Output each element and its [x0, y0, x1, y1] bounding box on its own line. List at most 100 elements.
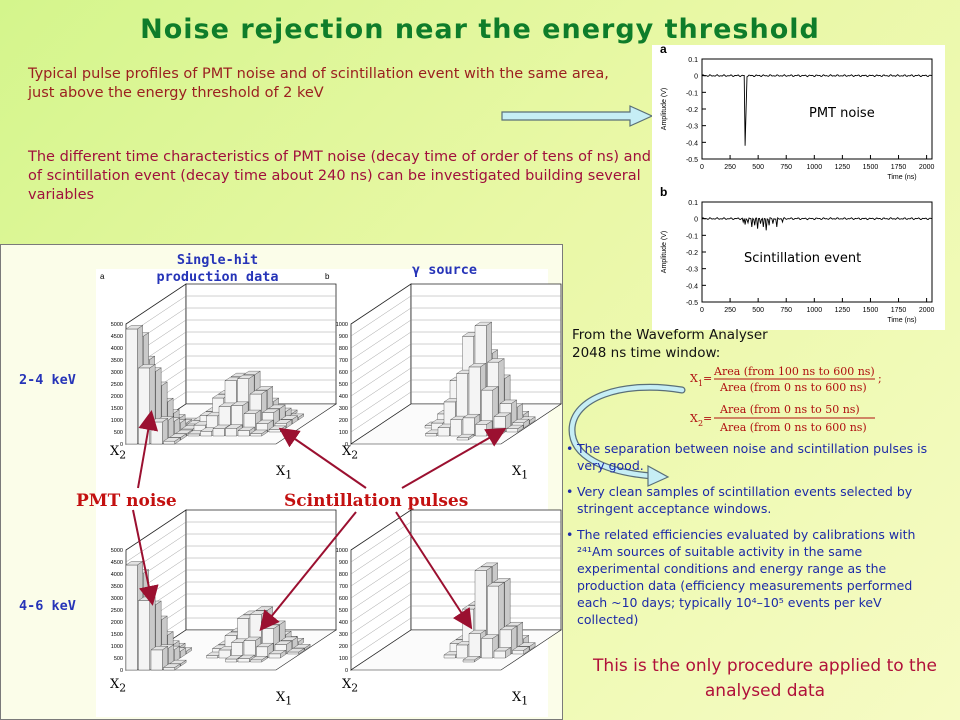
lego-grid-line: [350, 391, 412, 433]
lego-bar-top: [511, 646, 530, 651]
z-tick-label: 800: [339, 572, 348, 578]
x2-axis-label: X2: [110, 444, 127, 462]
lego-bar-top: [493, 647, 512, 652]
x-tick-label: 1500: [863, 307, 879, 314]
pmt-noise-wave-label: PMT noise: [809, 106, 875, 121]
x-tick-label: 500: [752, 164, 764, 171]
lego-bar: [443, 654, 456, 659]
x-tick-label: 1000: [807, 164, 823, 171]
lego-grid-line: [350, 307, 412, 349]
lego-bar-top: [499, 626, 518, 630]
lego-bar-top: [261, 408, 280, 413]
lego-bar-top: [274, 419, 293, 424]
intro-profiles-text: Typical pulse profiles of PMT noise and …: [28, 66, 609, 101]
panel-b-letter: b: [660, 185, 668, 199]
lego-bar-top: [480, 634, 499, 639]
svg-text:;: ;: [878, 372, 882, 385]
lego-bar-top: [249, 390, 268, 395]
y-tick-label: -0.2: [686, 107, 698, 114]
lego-bar: [268, 429, 281, 433]
z-tick-label: 2000: [111, 394, 123, 400]
lego-bar: [150, 649, 163, 671]
lego-bar-top: [230, 401, 249, 406]
lego-bar: [187, 433, 200, 437]
lego-bar: [493, 650, 506, 659]
y-tick-label: -0.5: [686, 157, 698, 164]
lego-bar: [150, 421, 163, 445]
lego-bar-top: [292, 644, 311, 649]
x-tick-label: 0: [700, 164, 704, 171]
x-tick-label: 2000: [919, 307, 935, 314]
waveform-trace: [701, 216, 933, 231]
x-tick-label: 0: [700, 307, 704, 314]
z-tick-label: 900: [339, 560, 348, 566]
z-tick-label: 3000: [111, 596, 123, 602]
lego-bar: [212, 428, 225, 437]
z-tick-label: 300: [339, 406, 348, 412]
waveform-analyser-note: From the Waveform Analyser 2048 ns time …: [572, 327, 768, 361]
lego-bar-top: [249, 429, 268, 434]
histogram-letter: b: [325, 272, 330, 281]
y-tick-label: 0.1: [688, 200, 698, 207]
lego-bar: [506, 428, 518, 433]
lego-bar: [200, 431, 212, 437]
lego-bar-top: [150, 646, 169, 651]
z-tick-label: 600: [339, 596, 348, 602]
z-tick-label: 500: [339, 608, 348, 614]
bullet-item: •Very clean samples of scintillation eve…: [566, 484, 913, 516]
lego-bar: [163, 667, 175, 671]
lego-bar-top: [255, 386, 274, 391]
svg-text:X: X: [690, 372, 698, 385]
z-tick-label: 4500: [111, 334, 123, 340]
lego-bar-top: [462, 656, 481, 661]
panel-a-letter: a: [660, 42, 667, 56]
lego-bar-top: [517, 642, 536, 647]
svg-text:1: 1: [698, 379, 703, 388]
z-tick-label: 3000: [111, 370, 123, 376]
lego-bar-top: [274, 640, 293, 645]
x-tick-label: 1500: [863, 164, 879, 171]
x-tick-label: 1750: [891, 164, 907, 171]
lego-bar-top: [474, 566, 493, 571]
lego-bar-top: [480, 562, 499, 567]
col1-title-line2: production data: [156, 269, 279, 285]
lego-bar-top: [137, 364, 156, 369]
lego-bar-top: [249, 656, 268, 661]
z-tick-label: 4000: [111, 572, 123, 578]
lego-grid-line: [350, 367, 412, 409]
y-tick-label: 0: [694, 74, 698, 81]
lego-bar-top: [505, 622, 524, 626]
lego-bar: [487, 431, 500, 437]
x2-axis-label: X2: [110, 677, 127, 695]
x2-axis-label: X2: [342, 444, 359, 462]
lego-bar-top: [505, 424, 524, 429]
lego-bar-top: [174, 429, 193, 434]
x2-numerator: Area (from 0 ns to 50 ns): [719, 403, 860, 416]
lego-bar: [456, 437, 469, 441]
lego-bar: [481, 638, 493, 659]
lego-bar-top: [280, 636, 299, 641]
lego-bar-top: [162, 437, 181, 442]
lego-bar-top: [212, 424, 231, 429]
lego-bar-top: [511, 419, 530, 423]
x1-axis-label: X1: [276, 464, 293, 482]
lego-bar: [125, 328, 138, 445]
lego-grid-line: [350, 295, 412, 337]
lego-bar-top: [486, 358, 505, 363]
lego-bar-top: [162, 663, 181, 668]
z-tick-label: 0: [120, 442, 123, 448]
x-tick-label: 250: [724, 307, 736, 314]
lego-bar-top: [480, 386, 499, 391]
bullet-item: •The separation between noise and scinti…: [566, 441, 928, 473]
waveform-trace: [701, 74, 933, 146]
lego-bar-top: [474, 321, 493, 326]
x1-axis-label: X1: [276, 690, 293, 708]
lego-bar-top: [474, 420, 493, 425]
lego-bar-top: [243, 636, 262, 641]
lego-bar: [456, 644, 468, 659]
pmt-noise-callout: PMT noise: [76, 491, 177, 511]
lego-bar-top: [168, 433, 187, 438]
lego-bar: [287, 651, 299, 655]
z-tick-label: 1000: [336, 322, 348, 328]
z-tick-label: 2000: [111, 620, 123, 626]
